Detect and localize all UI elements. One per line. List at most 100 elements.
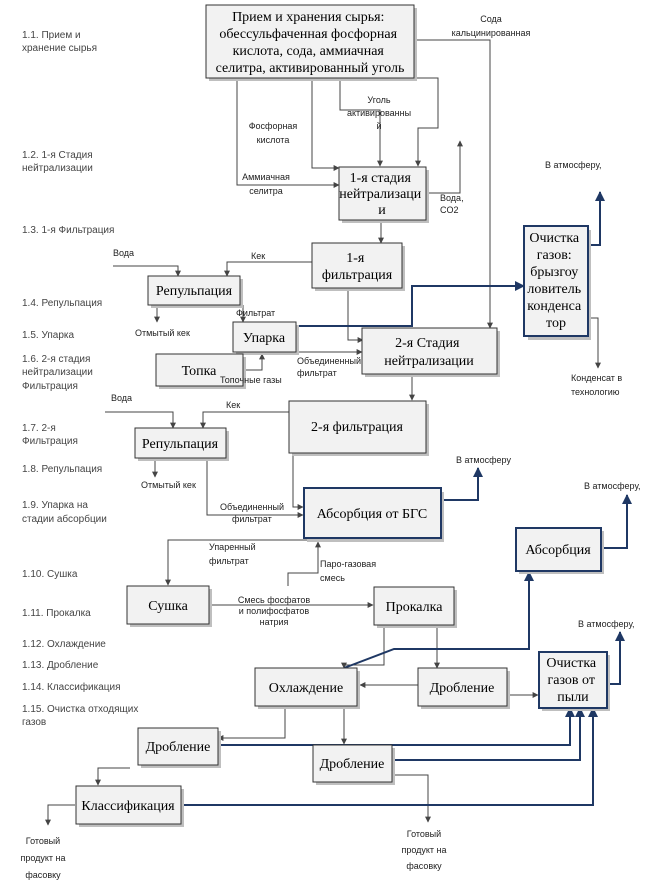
box-furnace: Топка [155,353,246,389]
box-dust-cleaning-label: Очистка газов от пыли [546,656,599,705]
arrow-phosphoric-acid [311,78,340,171]
arrow-crushl-to-class [95,767,130,786]
note-water-1: Вода [113,248,134,258]
box-repulping-1-label: Репульпация [156,284,233,299]
box-raw-materials-label: Прием и хранения сырья: обессульфаченная… [216,10,405,76]
box-drying: Сушка [126,585,212,627]
box-neutralization-2-label: 2-я Стадия нейтрализации [384,336,474,369]
step-label-1-10: 1.10. Сушка [22,569,78,580]
arrow-filt2-to-absorb [292,452,304,510]
step-label-1-3: 1.3. 1-я Фильтрация [22,225,114,236]
box-crushing-left: Дробление [137,727,221,768]
arrow-crushm-to-product [392,774,431,823]
note-flue-gases: Топочные газы [220,375,282,385]
box-evaporation: Упарка [232,321,299,355]
note-atmosphere-1: В атмосферу, [545,160,602,170]
box-neutralization-1-label: 1-я стадия нейтрализаци и [339,171,425,218]
gas-line-atm-3 [601,494,632,549]
gas-line-atm-1 [588,191,605,246]
box-evaporation-label: Упарка [243,331,286,346]
box-dust-cleaning: Очистка газов от пыли [538,651,610,711]
arrow-filt1-to-neut2 [347,288,364,343]
box-crushing-right: Дробление [417,667,510,709]
box-absorption-label: Абсорбция [525,543,591,558]
arrow-calc-to-cool [341,625,385,669]
box-classification: Классификация [75,785,184,827]
step-label-1-14: 1.14. Классификация [22,681,121,693]
step-label-1-13: 1.13. Дробление [22,659,99,671]
box-crushing-right-label: Дробление [430,681,495,696]
note-cake-2: Кек [226,400,240,410]
box-crushing-middle-label: Дробление [320,757,385,772]
box-absorption-bgs: Абсорбция от БГС [303,487,444,542]
box-calcination: Прокалка [373,586,457,628]
note-filtrate: Фильтрат [236,308,275,318]
box-calcination-label: Прокалка [386,600,444,615]
note-washed-cake-1: Отмытый кек [135,328,190,338]
arrow-raw-to-neut1 [414,77,439,167]
note-water-co2: Вода,CO2 [440,193,464,215]
note-atmosphere-3: В атмосферу, [584,481,641,491]
box-repulping-1: Репульпация [147,275,243,308]
note-cake-1: Кек [251,251,265,261]
gas-line-crushl-to-dust [218,707,575,746]
arrow-evaporated-filtrate [165,539,318,586]
box-filtration-1: 1-я фильтрация [311,242,405,291]
box-cooling: Охлаждение [254,667,360,709]
arrow-activated-carbon [339,78,383,167]
step-label-1-12: 1.12. Охлаждение [22,639,106,650]
box-absorption: Абсорбция [515,527,604,574]
note-atmosphere-2: В атмосферу [456,455,511,465]
gas-line-crushm-to-dust [392,707,585,761]
box-drying-label: Сушка [148,599,188,614]
arrow-vapor-gas [287,541,321,586]
box-gas-cleaning-condenser-label: Очистка газов: брызгоу ловитель конденса… [527,231,585,331]
box-gas-cleaning-condenser: Очистка газов: брызгоу ловитель конденса… [523,225,591,340]
box-furnace-label: Топка [182,364,218,379]
arrow-cake-2 [200,411,289,429]
arrow-water-1 [113,265,181,277]
arrow-condensate [588,317,601,369]
box-filtration-1-label: 1-я фильтрация [322,251,393,283]
box-repulping-2-label: Репульпация [142,437,219,452]
box-repulping-2: Репульпация [134,427,229,461]
connectors [45,39,601,826]
note-water-2: Вода [111,393,132,403]
gas-line-evap-to-clean [296,281,525,327]
note-atmosphere-4: В атмосферу, [578,619,635,629]
box-crushing-middle: Дробление [312,744,395,785]
arrow-water-co2 [426,140,463,194]
box-absorption-bgs-label: Абсорбция от БГС [317,507,428,522]
step-label-1-5: 1.5. Упарка [22,330,74,341]
box-classification-label: Классификация [81,799,175,814]
box-raw-materials: Прием и хранения сырья: обессульфаченная… [205,4,417,81]
box-filtration-2-label: 2-я фильтрация [311,420,403,435]
box-neutralization-2: 2-я Стадия нейтрализации [361,327,500,377]
step-label-1-8: 1.8. Репульпация [22,464,102,475]
gas-line-atm-2 [441,467,483,501]
arrow-soda-to-neut2 [414,39,493,329]
arrow-water-2 [105,411,176,429]
arrow-cake-1 [224,261,312,277]
box-filtration-2: 2-я фильтрация [288,400,429,456]
box-crushing-left-label: Дробление [146,740,211,755]
arrow-ammonium-nitrate [236,78,340,188]
